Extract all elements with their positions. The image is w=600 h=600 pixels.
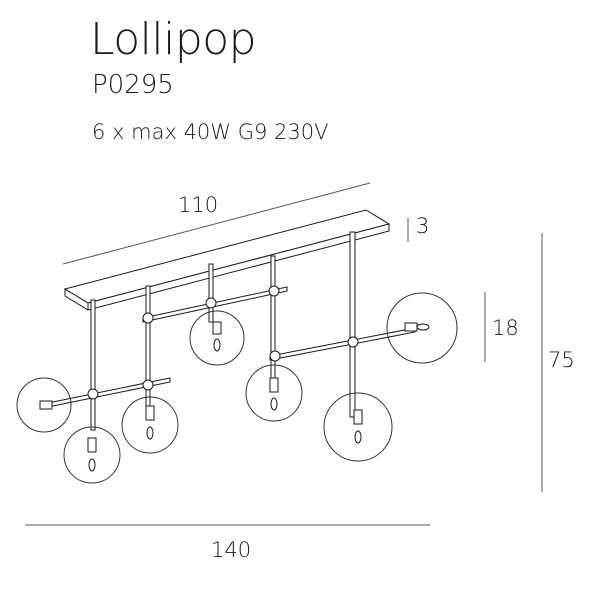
product-spec: 6 x max 40W G9 230V xyxy=(92,120,329,144)
globe xyxy=(63,426,121,484)
product-code: P0295 xyxy=(92,70,174,100)
dim-line-110 xyxy=(62,182,371,265)
dim-label-globe-diameter: 18 xyxy=(492,316,519,340)
dim-label-canopy-length: 110 xyxy=(178,193,219,217)
globe xyxy=(121,396,179,454)
globe xyxy=(245,364,303,422)
canopy xyxy=(63,209,391,311)
globe xyxy=(189,310,245,366)
globe xyxy=(386,292,458,364)
dim-label-canopy-height: 3 xyxy=(416,214,430,238)
joints xyxy=(87,285,359,400)
globes xyxy=(16,292,458,484)
dim-label-total-height: 75 xyxy=(548,348,575,372)
globe xyxy=(16,377,72,433)
dim-label-total-width: 140 xyxy=(211,538,252,562)
bulbs xyxy=(39,321,430,472)
globe xyxy=(323,392,393,462)
product-name: Lollipop xyxy=(90,14,257,65)
